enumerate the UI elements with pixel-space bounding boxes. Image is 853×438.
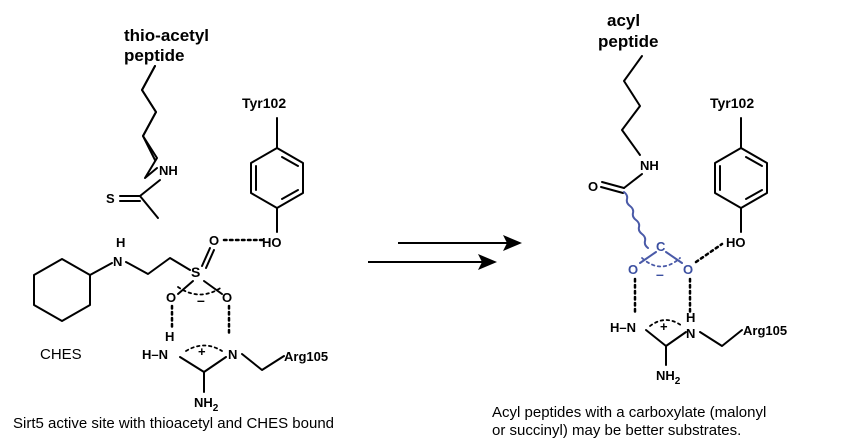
- guan-bond-left: [179, 356, 205, 373]
- ches-n-atom: N: [113, 254, 122, 269]
- acyl-o-carbonyl: O: [588, 179, 598, 194]
- right-caption-line1: Acyl peptides with a carboxylate (malony…: [492, 404, 766, 421]
- guan-deloc-arc: [185, 344, 223, 352]
- arg105-label-left: Arg105: [284, 349, 328, 364]
- ches-ethyl: [125, 257, 191, 275]
- tyr102-label-right: Tyr102: [710, 95, 754, 111]
- hbond-carbox-tyr: [694, 242, 724, 264]
- sulfonate-s-atom: S: [191, 264, 200, 280]
- guan-plus: +: [198, 344, 206, 359]
- acyl-wavy-bond: [623, 191, 649, 249]
- s-o-right-bond: [203, 280, 223, 295]
- ches-label: CHES: [40, 346, 82, 363]
- sulfonate-o-right: O: [222, 290, 232, 305]
- s-o-left-bond: [177, 280, 194, 295]
- thioacetyl-label-line1: thio-acetyl: [124, 26, 209, 45]
- left-structure: thio-acetyl peptide NH S Tyr102 HO H N S: [13, 26, 334, 432]
- acyl-co-bond-1: [601, 181, 625, 189]
- tyr-ho-right: HO: [726, 235, 746, 250]
- acyl-label-line1: acyl: [607, 11, 640, 30]
- guan-nh2: NH2: [194, 395, 219, 414]
- carboxylate-c-atom: C: [656, 239, 666, 254]
- nh-c-bond: [139, 179, 161, 197]
- guan-n-right: N: [228, 347, 237, 362]
- guan-n-right-right: N: [686, 326, 695, 341]
- guan-hn-left-right: H–N: [610, 320, 636, 335]
- acyl-lysine-chain: [621, 55, 643, 156]
- acyl-nh-c-bond: [623, 173, 643, 189]
- arrow-top-head: [503, 235, 522, 251]
- right-structure: acyl peptide NH O C O O – Tyr102 HO: [492, 11, 787, 438]
- thio-s-atom: S: [106, 191, 115, 206]
- carboxylate-minus: –: [656, 266, 664, 282]
- guan-h-top-right: H: [686, 310, 695, 325]
- carboxylate-o-right: O: [683, 262, 693, 277]
- arg-chain-right: [699, 329, 743, 347]
- arg-chain-left: [241, 353, 285, 371]
- tyr102-label-left: Tyr102: [242, 95, 286, 111]
- ring-n-bond: [89, 262, 113, 276]
- carboxylate-o-left: O: [628, 262, 638, 277]
- c-methyl-bond: [139, 195, 159, 219]
- s-o-top-bond-1: [201, 247, 211, 267]
- guan-hn-left: H–N: [142, 347, 168, 362]
- guan-r-deloc-arc: [649, 319, 683, 327]
- acyl-label-line2: peptide: [598, 32, 658, 51]
- guan-r-plus: +: [660, 319, 668, 334]
- thio-nh-atom: NH: [159, 163, 178, 178]
- cyclohexane-ring: [33, 258, 91, 322]
- acyl-nh-atom: NH: [640, 158, 659, 173]
- thioacetyl-label-line2: peptide: [124, 46, 184, 65]
- sulfonate-minus: –: [197, 292, 205, 308]
- guan-h-top: H: [165, 329, 174, 344]
- guan-r-nh2: NH2: [656, 368, 681, 387]
- left-caption: Sirt5 active site with thioacetyl and CH…: [13, 415, 334, 432]
- right-caption-line2: or succinyl) may be better substrates.: [492, 422, 741, 438]
- sulfonate-o-top: O: [209, 233, 219, 248]
- arg105-label-right: Arg105: [743, 323, 787, 338]
- arrow-bottom-head: [478, 254, 497, 270]
- guan-r-bond-right: [665, 331, 687, 347]
- sulfonate-o-left: O: [166, 290, 176, 305]
- equilibrium-arrows: [368, 235, 522, 270]
- tyr-ring-left: [250, 147, 304, 209]
- carboxylate-bond-right: [665, 251, 683, 264]
- tyr-ring-right: [714, 147, 768, 209]
- carboxylate-deloc-arc: [641, 257, 681, 268]
- guan-r-bond-left: [645, 329, 667, 347]
- ches-h-atom: H: [116, 235, 125, 250]
- s-o-top-bond-2: [205, 249, 215, 269]
- tyr-ho-left: HO: [262, 235, 282, 250]
- acyl-co-bond-2: [600, 186, 624, 194]
- guan-bond-right: [203, 356, 227, 373]
- sulfonate-deloc-arc: [177, 286, 223, 296]
- carboxylate-bond-left: [639, 251, 657, 264]
- lysine-chain-main: [141, 65, 157, 161]
